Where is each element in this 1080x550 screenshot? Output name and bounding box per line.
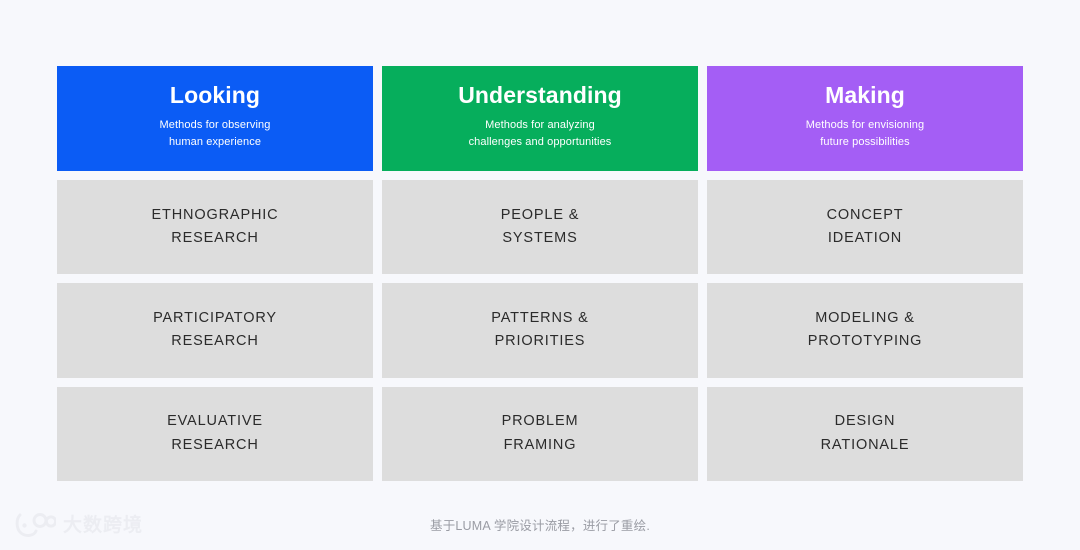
watermark-brand-text: 大数跨境 bbox=[63, 514, 144, 536]
column-subtitle: Methods for analyzing challenges and opp… bbox=[468, 119, 612, 149]
method-cell[interactable]: PROBLEM FRAMING bbox=[382, 386, 698, 481]
column-title: Looking bbox=[169, 81, 261, 108]
method-label: CONCEPT IDEATION bbox=[826, 206, 904, 247]
column-subtitle: Methods for envisioning future possibili… bbox=[805, 119, 925, 149]
method-label: DESIGN RATIONALE bbox=[820, 413, 910, 453]
method-cell[interactable]: CONCEPT IDEATION bbox=[707, 180, 1023, 275]
watermark: 大数跨境 bbox=[14, 512, 143, 538]
method-cell[interactable]: MODELING & PROTOTYPING bbox=[707, 283, 1023, 378]
footer-note: 基于LUMA 学院设计流程，进行了重绘. bbox=[430, 519, 650, 533]
method-label: PROBLEM FRAMING bbox=[501, 413, 579, 453]
method-label: EVALUATIVE RESEARCH bbox=[167, 413, 263, 453]
column-header-looking[interactable]: Looking Methods for observing human expe… bbox=[57, 66, 373, 171]
method-label: PATTERNS & PRIORITIES bbox=[491, 310, 589, 350]
method-cell[interactable]: DESIGN RATIONALE bbox=[707, 386, 1023, 481]
column-header-making[interactable]: Making Methods for envisioning future po… bbox=[707, 66, 1023, 171]
method-label: PARTICIPATORY RESEARCH bbox=[153, 310, 277, 350]
column-title: Understanding bbox=[458, 81, 622, 108]
column-header-understanding[interactable]: Understanding Methods for analyzing chal… bbox=[382, 66, 698, 171]
column-subtitle: Methods for observing human experience bbox=[159, 119, 271, 149]
design-methods-matrix: Looking Methods for observing human expe… bbox=[57, 66, 1023, 481]
method-cell[interactable]: EVALUATIVE RESEARCH bbox=[57, 386, 373, 481]
method-label: PEOPLE & SYSTEMS bbox=[500, 206, 580, 247]
owl-logo-icon bbox=[14, 512, 56, 538]
method-cell[interactable]: ETHNOGRAPHIC RESEARCH bbox=[57, 180, 373, 275]
column-title: Making bbox=[825, 81, 905, 108]
method-label: MODELING & PROTOTYPING bbox=[807, 310, 923, 350]
method-cell[interactable]: PARTICIPATORY RESEARCH bbox=[57, 283, 373, 378]
method-label: ETHNOGRAPHIC RESEARCH bbox=[151, 206, 279, 247]
method-cell[interactable]: PATTERNS & PRIORITIES bbox=[382, 283, 698, 378]
method-cell[interactable]: PEOPLE & SYSTEMS bbox=[382, 180, 698, 275]
